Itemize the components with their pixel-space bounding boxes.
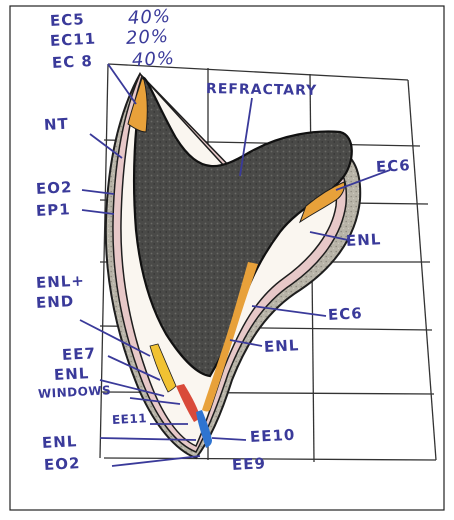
label-eo2-bottom: EO2	[44, 456, 81, 473]
label-ee7: EE7	[62, 346, 97, 363]
label-ee11: EE11	[112, 412, 148, 426]
label-ec6-top: EC6	[376, 158, 411, 175]
label-ec8: EC 8	[52, 54, 94, 71]
label-ep1: EP1	[36, 202, 71, 219]
label-enl-right: ENL	[346, 232, 382, 249]
label-ec6-mid: EC6	[328, 306, 363, 323]
label-ec5: EC5	[50, 12, 85, 29]
label-end: END	[36, 294, 75, 311]
label-enl-left: ENL	[54, 366, 90, 383]
label-refractary: REFRACTARY	[206, 82, 317, 98]
label-enl-mid: ENL	[264, 338, 300, 355]
label-ee9: EE9	[232, 456, 267, 473]
label-nt: NT	[44, 117, 70, 133]
label-ec8-pct: 40%	[132, 50, 176, 70]
label-enl-plus: ENL+	[36, 273, 86, 291]
label-ec11-pct: 20%	[126, 28, 170, 48]
label-eo2-top: EO2	[36, 180, 73, 197]
label-enl-bottom: ENL	[42, 434, 78, 451]
label-ec11: EC11	[50, 32, 97, 49]
label-ee10: EE10	[250, 428, 296, 445]
label-windows: WINDOWS	[38, 384, 112, 400]
